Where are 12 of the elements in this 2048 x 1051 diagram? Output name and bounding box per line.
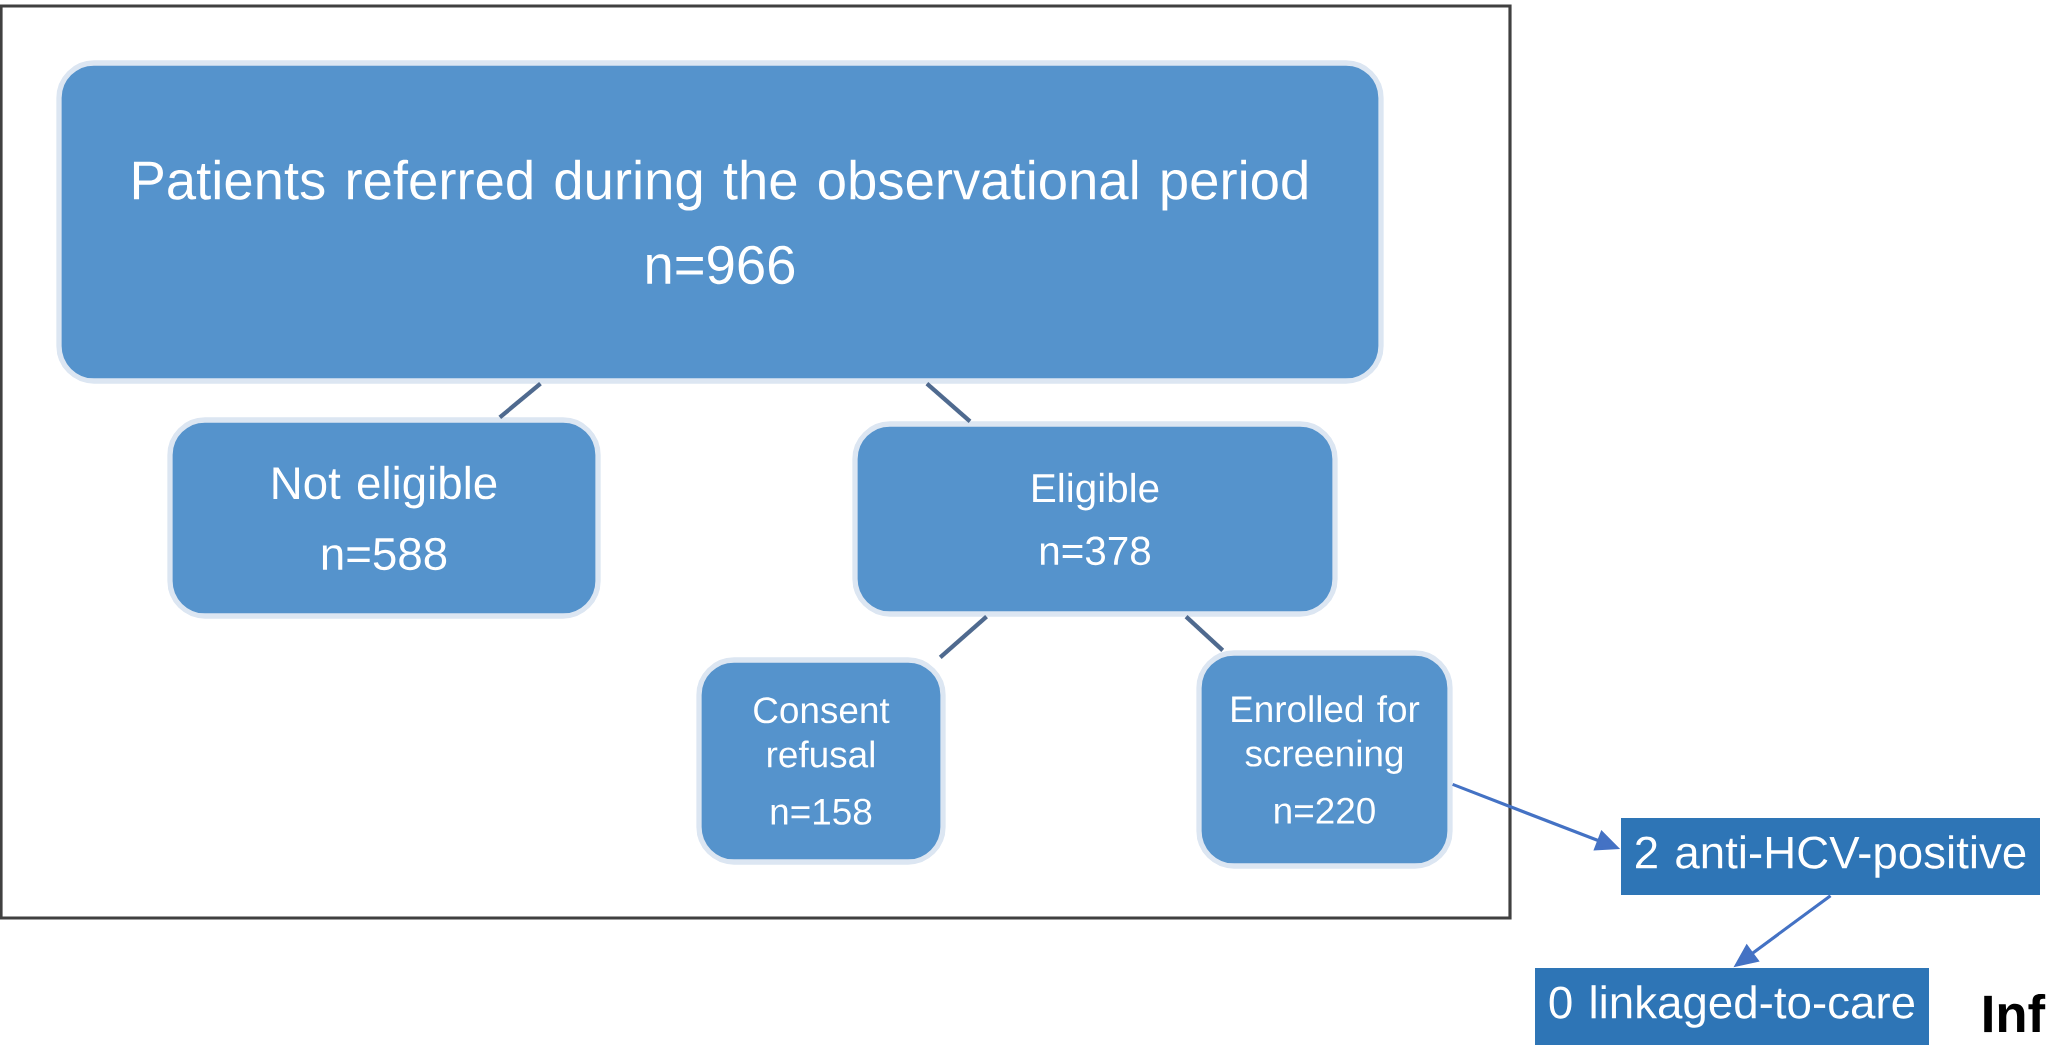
connector-line xyxy=(925,382,972,423)
result-box: 2 anti-HCV-positive xyxy=(1621,818,2040,895)
connector-line xyxy=(938,615,988,659)
result-box: 0 linkaged-to-care xyxy=(1535,968,1929,1045)
heading-text: Inf xyxy=(1984,993,2046,1033)
process-box: Patients referred during the observational period n=966 xyxy=(56,60,1384,384)
process-box: Consent refusal n=158 xyxy=(696,657,946,865)
connector-line xyxy=(498,382,542,419)
process-box: Enrolled for screening n=220 xyxy=(1196,650,1453,869)
process-box: Eligible n=378 xyxy=(852,421,1338,617)
process-box: Not eligible n=588 xyxy=(167,417,601,619)
connector-line xyxy=(1184,615,1225,652)
